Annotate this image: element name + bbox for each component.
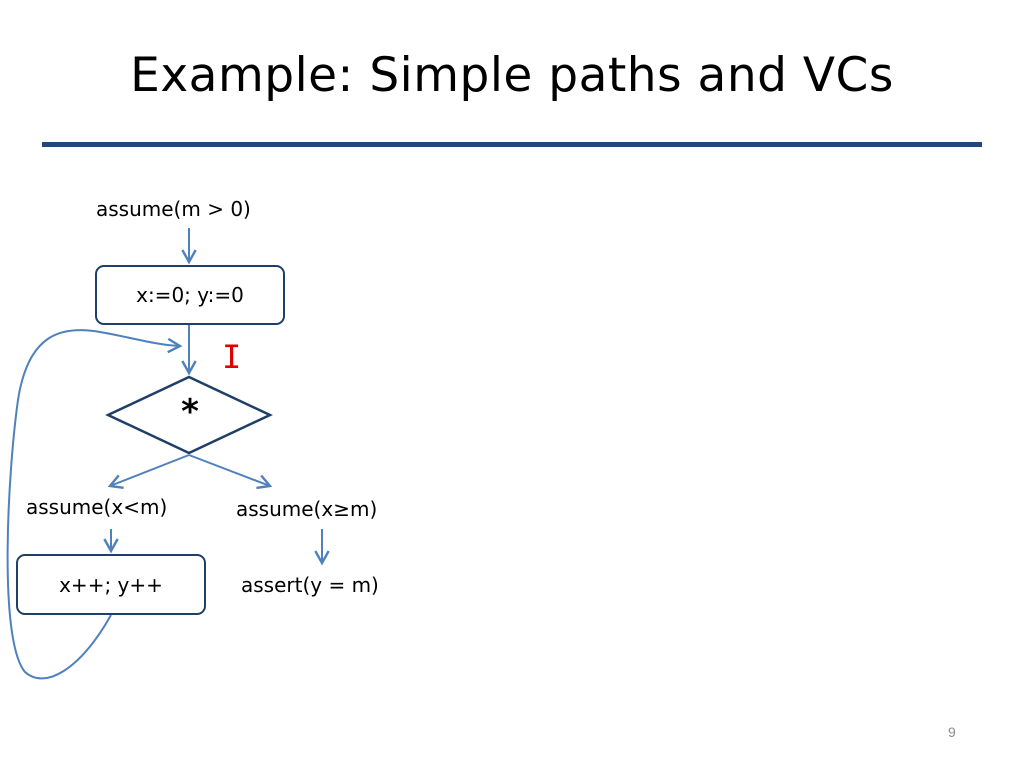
- choice-node-label: *: [181, 392, 199, 432]
- title-divider: [42, 142, 982, 147]
- page-number: 9: [948, 724, 956, 740]
- slide-title: Example: Simple paths and VCs: [130, 48, 894, 103]
- edge-choice-to-loop-branch: [107, 454, 190, 490]
- entry-assume-label: assume(m > 0): [96, 197, 251, 221]
- loop-branch-label: assume(x<m): [26, 495, 168, 519]
- exit-branch-label: assume(x≥m): [236, 497, 378, 521]
- edge-loop-back: [6, 329, 183, 680]
- edge-choice-to-exit-branch: [188, 454, 273, 490]
- exit-assert-label: assert(y = m): [241, 573, 379, 597]
- init-box: x:=0; y:=0: [95, 265, 285, 325]
- invariant-label: I: [222, 338, 242, 376]
- choice-diamond: [105, 375, 273, 455]
- loop-body-box: x++; y++: [16, 554, 206, 615]
